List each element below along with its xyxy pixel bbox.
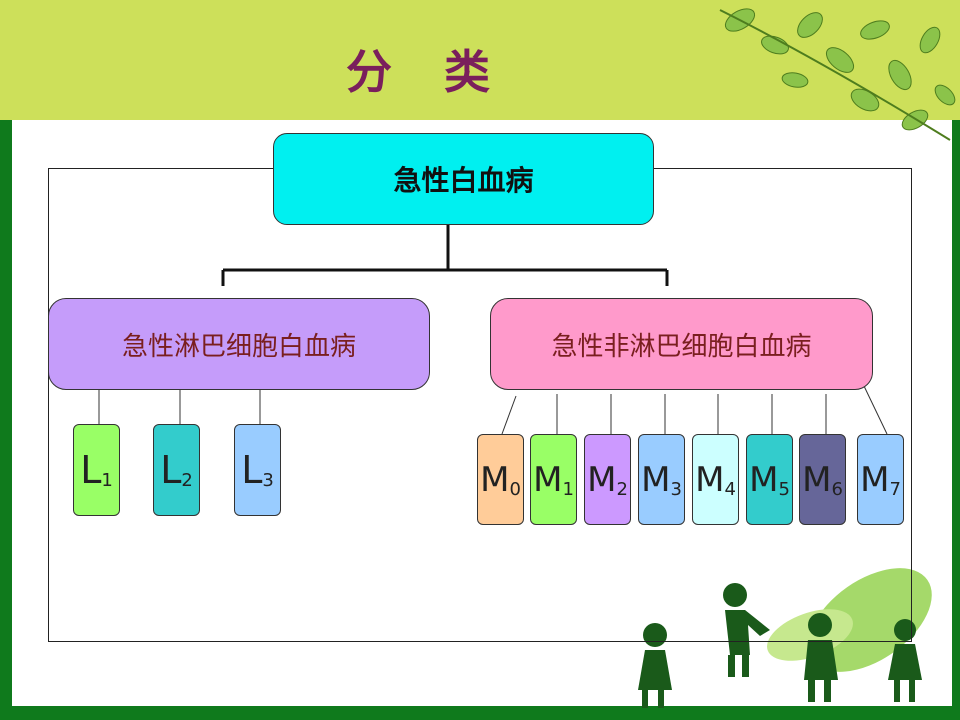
subtype-letter: L [241,448,263,492]
subtype-index: 7 [889,479,901,500]
subtype-index: 4 [724,479,736,500]
subtype-letter: L [80,448,102,492]
subtype-letter: M [480,459,510,500]
top-band [0,0,960,120]
subtype-letter: M [860,459,890,500]
subtype-letter: M [802,459,832,500]
subtype-index: 0 [509,479,521,500]
subtype-index: 5 [778,479,790,500]
subtype-index: 1 [101,469,113,491]
subtype-letter: M [641,459,671,500]
slide-title: 分 类 [346,45,509,99]
node-acute-nonlymphoblastic: 急性非淋巴细胞白血病 [490,298,873,390]
root-node-acute-leukemia: 急性白血病 [273,133,654,225]
subtype-letter: M [587,459,617,500]
right-border [952,120,960,720]
subtype-index: 2 [181,469,193,491]
subtype-index: 2 [616,479,628,500]
subtype-index: 1 [562,479,574,500]
subtype-letter: M [695,459,725,500]
subtype-letter: M [533,459,563,500]
subtype-letter: M [749,459,779,500]
subtype-index: 3 [262,469,274,491]
leaves-decoration-icon [719,8,956,141]
bottom-border [0,706,960,720]
left-border [0,120,12,720]
subtype-index: 3 [670,479,682,500]
subtype-letter: L [160,448,182,492]
node-acute-lymphoblastic: 急性淋巴细胞白血病 [48,298,430,390]
subtype-index: 6 [831,479,843,500]
